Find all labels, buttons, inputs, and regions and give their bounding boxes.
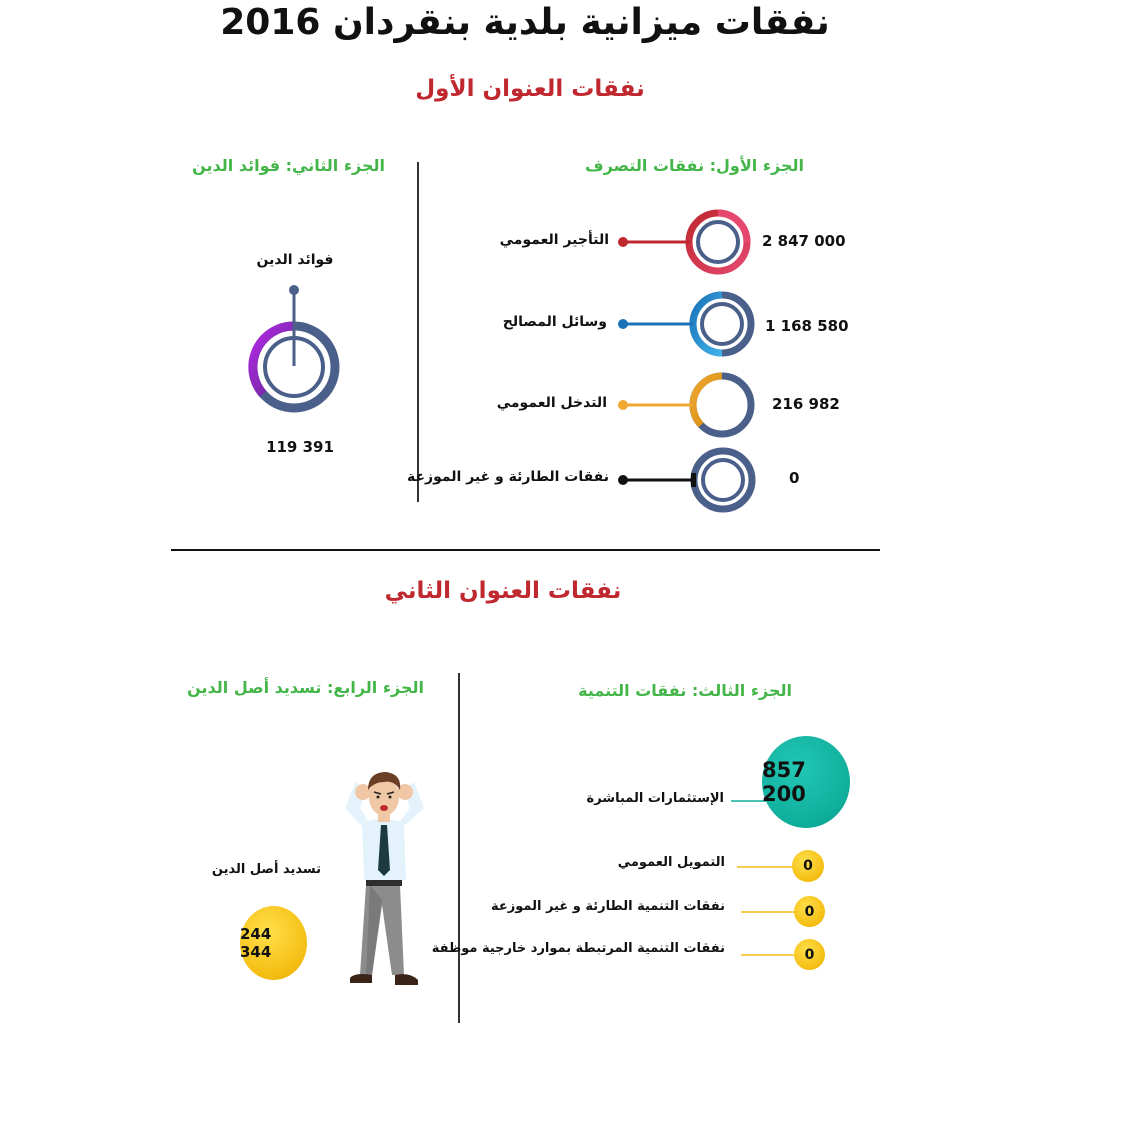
item-salaries-value: 2 847 000 xyxy=(762,232,846,250)
part3-heading: الجزء الثالث: نفقات التنمية xyxy=(578,681,792,700)
investments-label: الإستثمارات المباشرة xyxy=(586,791,724,806)
item-services-value: 1 168 580 xyxy=(765,317,849,335)
investments-value-circle: 857 200 xyxy=(762,736,850,828)
debt-principal-label: تسديد أصل الدين xyxy=(211,862,321,877)
section1-heading: نفقات العنوان الأول xyxy=(415,76,645,102)
public-funding-value: 0 xyxy=(803,858,813,874)
ring-services xyxy=(618,291,755,357)
investments-value: 857 200 xyxy=(762,758,806,806)
item-unallocated-label: نفقات الطارئة و غير الموزعة xyxy=(406,469,609,485)
dev-unallocated-coin: 0 xyxy=(794,896,825,927)
section2-heading: نفقات العنوان الثاني xyxy=(384,578,622,604)
ring-salaries xyxy=(618,209,751,275)
public-funding-coin: 0 xyxy=(792,850,824,882)
debt-principal-coin: 244 344 xyxy=(240,906,307,980)
item-salaries-label: التأجير العمومي xyxy=(499,232,609,248)
ring-debt-interest xyxy=(248,285,340,413)
dev-external-value: 0 xyxy=(804,946,815,963)
section1-divider xyxy=(417,162,419,502)
debt-interest-label: فوائد الدين xyxy=(256,252,334,268)
section2-divider xyxy=(458,673,460,1023)
part2-heading: الجزء الثاني: فوائد الدين xyxy=(192,156,385,175)
item-unallocated-value: 0 xyxy=(789,469,800,487)
part4-heading: الجزء الرابع: تسديد أصل الدين xyxy=(187,678,424,697)
public-funding-label: التمويل العمومي xyxy=(617,855,725,870)
debt-interest-value: 119 391 xyxy=(266,438,334,456)
page-title: نفقات ميزانية بلدية بنقردان 2016 xyxy=(220,2,830,43)
dev-unallocated-label: نفقات التنمية الطارئة و غير الموزعة xyxy=(491,899,725,914)
dev-external-coin: 0 xyxy=(794,939,825,970)
item-public-intervention-value: 216 982 xyxy=(772,395,840,413)
stressed-man-illustration xyxy=(345,772,424,985)
dev-unallocated-value: 0 xyxy=(804,903,815,920)
item-public-intervention-label: التدخل العمومي xyxy=(496,395,607,411)
item-services-label: وسائل المصالح xyxy=(502,314,607,330)
section-divider xyxy=(171,549,880,551)
ring-public-intervention xyxy=(618,372,755,438)
ring-unallocated xyxy=(618,447,756,513)
debt-principal-value: 244 344 xyxy=(240,925,272,961)
part1-heading: الجزء الأول: نفقات التصرف xyxy=(585,156,804,175)
dev-external-label: نفقات التنمية المرتبطة بموارد خارجية موظ… xyxy=(431,941,725,956)
